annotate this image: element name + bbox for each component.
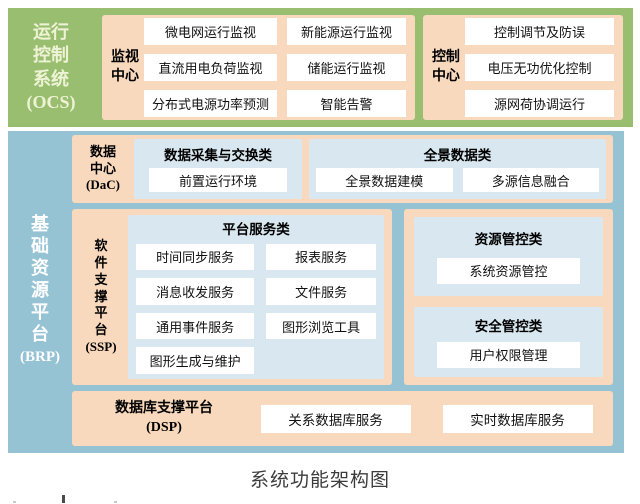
data-center-label: 数据 中心 (DaC) [79, 144, 127, 195]
monitor-item: 新能源运行监视 [287, 18, 406, 45]
dsp-panel: 数据库支撑平台 (DSP) 关系数据库服务 实时数据库服务 [72, 391, 613, 446]
security-item: 用户权限管理 [437, 341, 580, 368]
security-class-title: 安全管控类 [474, 318, 543, 334]
platform-service-class-panel: 平台服务类 时间同步服务 报表服务 消息收发服务 文件服务 通用事件服务 图形浏… [128, 215, 384, 379]
panorama-items-row: 全景数据建模 多源信息融合 [316, 168, 599, 193]
control-item: 源网荷协调运行 [464, 90, 614, 117]
monitor-item: 直流用电负荷监视 [144, 54, 278, 81]
platform-item: 消息收发服务 [136, 278, 255, 305]
monitor-item: 储能运行监视 [287, 54, 406, 81]
ssp-label-char: 件 [94, 254, 108, 270]
ssp-row: 软 件 支 撑 平 台 (SSP) 平台服务类 时间同步服务 报表服务 消息收 [72, 209, 613, 385]
ocs-box: 运行 控制 系统 (OCS) 监视 中心 微电网运行监视 新能源运行监视 直流用… [8, 8, 633, 127]
platform-class-title: 平台服务类 [222, 222, 290, 237]
brp-title-char: 资 [31, 258, 49, 279]
ocs-title-line: 运行 [33, 21, 69, 42]
ocs-title-line: 控制 [33, 45, 69, 66]
ssp-label-char: 软 [94, 237, 108, 253]
data-exchange-class-panel: 数据采集与交换类 前置运行环境 [134, 139, 302, 199]
brp-title-char: 台 [31, 324, 49, 345]
ssp-label-char: 台 [94, 322, 108, 338]
control-items-list: 控制调节及防误 电压无功优化控制 源网荷协调运行 [464, 18, 614, 117]
platform-item: 时间同步服务 [136, 243, 255, 271]
resource-management-class-panel: 资源管控类 系统资源管控 [414, 217, 603, 297]
security-management-class-panel: 安全管控类 用户权限管理 [414, 307, 603, 377]
panorama-data-class-panel: 全景数据类 全景数据建模 多源信息融合 [309, 139, 606, 199]
control-item: 控制调节及防误 [464, 18, 614, 45]
brp-title-paren: (BRP) [20, 349, 60, 366]
dsp-item: 关系数据库服务 [260, 404, 411, 433]
monitor-item: 智能告警 [287, 90, 406, 117]
ssp-label-char: 平 [94, 305, 108, 321]
monitor-item: 微电网运行监视 [144, 18, 278, 45]
ocs-title-line: (OCS) [26, 91, 76, 112]
dsp-label-line: 数据库支撑平台 [115, 401, 213, 417]
stray-mark [114, 501, 117, 503]
ssp-label-paren: (SSP) [85, 339, 117, 355]
ssp-panel: 软 件 支 撑 平 台 (SSP) 平台服务类 时间同步服务 报表服务 消息收 [72, 209, 392, 385]
resource-item: 系统资源管控 [437, 257, 580, 284]
platform-item: 图形生成与维护 [136, 347, 255, 374]
stray-mark [62, 495, 65, 503]
control-item: 电压无功优化控制 [464, 54, 614, 81]
ssp-label-char: 撑 [94, 288, 108, 304]
monitor-items-grid: 微电网运行监视 新能源运行监视 直流用电负荷监视 储能运行监视 分布式电源功率预… [144, 18, 406, 117]
management-panel: 资源管控类 系统资源管控 安全管控类 用户权限管理 [404, 209, 613, 385]
dsp-item: 实时数据库服务 [442, 404, 593, 433]
resource-class-title: 资源管控类 [474, 231, 543, 247]
dsp-items-row: 关系数据库服务 实时数据库服务 [248, 404, 605, 433]
brp-title-char: 基 [31, 214, 49, 235]
platform-items-grid: 时间同步服务 报表服务 消息收发服务 文件服务 通用事件服务 图形浏览工具 图形… [136, 243, 376, 374]
monitor-label-line: 中心 [111, 68, 139, 84]
dac-label-line: (DaC) [86, 177, 120, 193]
monitor-center-panel: 监视 中心 微电网运行监视 新能源运行监视 直流用电负荷监视 储能运行监视 分布… [102, 15, 415, 120]
control-center-panel: 控制 中心 控制调节及防误 电压无功优化控制 源网荷协调运行 [422, 15, 623, 120]
diagram-caption: 系统功能架构图 [249, 470, 390, 491]
control-center-label: 控制 中心 [432, 49, 460, 85]
ocs-title-line: 系统 [33, 68, 69, 89]
platform-item: 报表服务 [266, 243, 376, 271]
platform-item: 文件服务 [266, 278, 376, 305]
control-label-line: 控制 [431, 50, 460, 66]
dsp-label: 数据库支撑平台 (DSP) [80, 400, 248, 436]
brp-title-char: 平 [31, 302, 49, 323]
ocs-title: 运行 控制 系统 (OCS) [8, 15, 94, 120]
data-exchange-class-title: 数据采集与交换类 [164, 147, 272, 163]
ssp-label: 软 件 支 撑 平 台 (SSP) [80, 215, 122, 379]
dsp-label-line: (DSP) [146, 419, 182, 435]
brp-title: 基 础 资 源 平 台 (BRP) [8, 135, 72, 446]
panorama-item: 全景数据建模 [316, 168, 453, 193]
control-label-line: 中心 [431, 68, 460, 84]
stray-mark [13, 501, 16, 503]
platform-item: 图形浏览工具 [266, 312, 376, 340]
monitor-item: 分布式电源功率预测 [144, 90, 278, 117]
panorama-class-title: 全景数据类 [423, 147, 492, 163]
data-exchange-item: 前置运行环境 [149, 168, 287, 193]
ssp-label-char: 支 [94, 271, 108, 287]
data-center-panel: 数据 中心 (DaC) 数据采集与交换类 前置运行环境 全景数据类 全景数据建模… [72, 135, 613, 203]
panorama-item: 多源信息融合 [462, 168, 599, 193]
monitor-center-label: 监视 中心 [111, 49, 139, 85]
monitor-label-line: 监视 [111, 50, 139, 66]
brp-title-char: 源 [31, 280, 49, 301]
brp-box: 基 础 资 源 平 台 (BRP) 数据 中心 (DaC) 数据采集与交换类 前… [8, 131, 624, 453]
platform-item: 通用事件服务 [136, 312, 255, 340]
dac-label-line: 中心 [89, 160, 116, 176]
brp-rows: 数据 中心 (DaC) 数据采集与交换类 前置运行环境 全景数据类 全景数据建模… [72, 135, 613, 446]
dac-label-line: 数据 [89, 143, 116, 159]
brp-title-char: 础 [31, 236, 49, 257]
